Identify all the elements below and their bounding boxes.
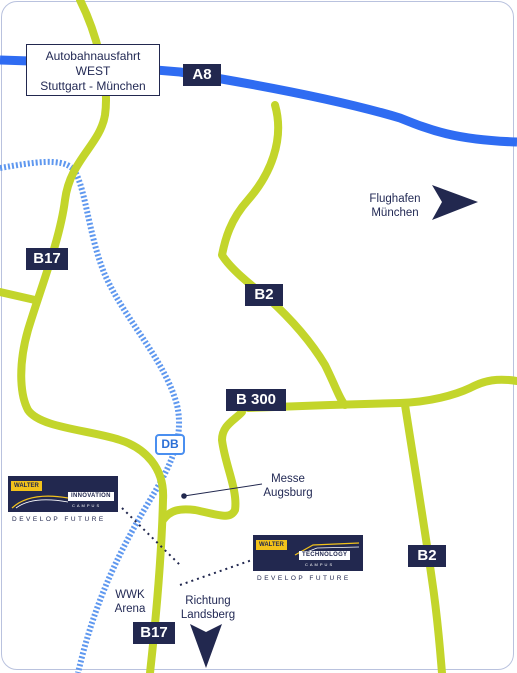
leader-technology: [179, 559, 253, 586]
exit-sign-line1: Autobahnausfahrt: [45, 49, 141, 63]
logo-innovation-campus: WALTER INNOVATION CAMPUS DEVELOP FUTURE: [8, 476, 120, 526]
label-landsberg: Richtung Landsberg: [172, 594, 244, 622]
badge-b17-north: B17: [26, 248, 68, 270]
badge-b300: B 300: [226, 389, 286, 411]
logo-technology-word: TECHNOLOGY: [299, 551, 351, 560]
logo-technology-campus: WALTER TECHNOLOGY CAMPUS DEVELOP FUTURE: [253, 535, 365, 585]
road-west-stub: [0, 288, 39, 304]
road-b2-lower: [401, 401, 446, 673]
badge-b17-south: B17: [133, 622, 175, 644]
arrow-south-icon: [190, 624, 222, 668]
leader-messe: [183, 483, 263, 497]
label-landsberg-line2: Landsberg: [180, 609, 236, 621]
motorway-exit-sign: Autobahnausfahrt WEST Stuttgart - Münche…: [26, 44, 160, 96]
logo-technology-slogan: DEVELOP FUTURE: [257, 575, 351, 582]
logo-technology-box: WALTER TECHNOLOGY CAMPUS: [253, 535, 363, 571]
arrow-east-icon: [432, 185, 478, 220]
road-messe-connector: [159, 408, 246, 524]
exit-sign-line2: WEST: [75, 64, 111, 78]
leader-innovation: [121, 507, 181, 566]
road-b300: [244, 375, 517, 412]
messe-dot: [181, 493, 187, 499]
logo-innovation-swoosh-icon: [11, 495, 69, 509]
logo-innovation-word: INNOVATION: [68, 492, 114, 501]
label-messe-line2: Augsburg: [263, 487, 313, 499]
label-airport: Flughafen München: [360, 192, 430, 220]
road-b17: [17, 0, 168, 673]
label-messe-line1: Messe: [271, 473, 305, 485]
logo-innovation-sub: CAMPUS: [72, 503, 102, 508]
exit-sign-line3: Stuttgart - München: [40, 79, 146, 93]
badge-b2-upper: B2: [245, 284, 283, 306]
label-airport-line1: Flughafen: [369, 193, 421, 205]
logo-technology-sub: CAMPUS: [305, 562, 335, 567]
badge-a8: A8: [183, 64, 221, 86]
label-wwk-line1: WWK: [115, 589, 145, 601]
logo-innovation-slogan: DEVELOP FUTURE: [12, 516, 106, 523]
logo-technology-brand: WALTER: [256, 540, 287, 550]
label-messe: Messe Augsburg: [250, 472, 326, 500]
logo-innovation-brand: WALTER: [11, 481, 42, 491]
badge-b2-lower: B2: [408, 545, 446, 567]
badge-db-rail: DB: [155, 434, 185, 455]
label-wwk-arena: WWK Arena: [100, 588, 160, 616]
label-airport-line2: München: [371, 207, 419, 219]
logo-innovation-box: WALTER INNOVATION CAMPUS: [8, 476, 118, 512]
label-wwk-line2: Arena: [114, 603, 146, 615]
road-b2-upper: [218, 101, 349, 409]
label-landsberg-line1: Richtung: [185, 595, 231, 607]
